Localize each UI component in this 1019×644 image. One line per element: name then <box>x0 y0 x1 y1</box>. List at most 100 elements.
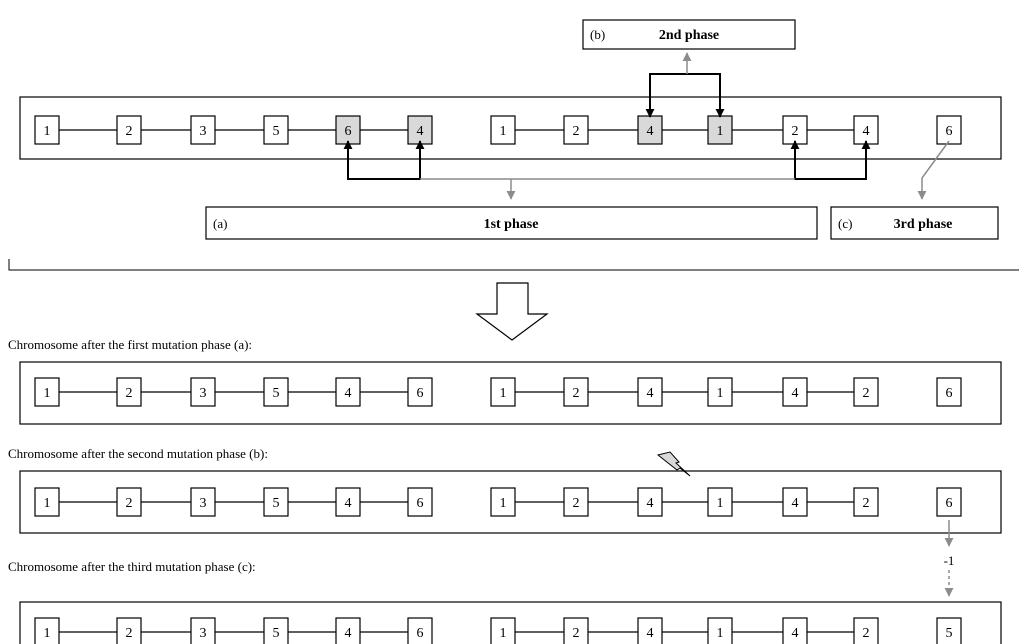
phase-b-label: (b) <box>590 27 605 42</box>
gene-box-frame <box>190 115 216 145</box>
gene-box-highlighted <box>407 115 433 145</box>
gene-box-frame <box>637 377 663 407</box>
gene-box: 2 <box>116 377 142 407</box>
gene-box: 6 <box>407 617 433 644</box>
gene-box-frame <box>116 377 142 407</box>
gene-value: 2 <box>126 496 133 511</box>
gene-value: 3 <box>200 626 207 641</box>
gene-box-frame <box>563 377 589 407</box>
gene-box: 4 <box>782 377 808 407</box>
gene-box: 5 <box>263 617 289 644</box>
phase-c-label: (c) <box>838 216 852 231</box>
gene-value: 2 <box>126 626 133 641</box>
gene-box-frame <box>782 115 808 145</box>
gene-value: 5 <box>946 626 953 641</box>
phase-a-box: (a) 1st phase <box>205 206 818 240</box>
gene-box-frame <box>335 377 361 407</box>
gene-value: 4 <box>792 626 799 641</box>
gene-box-frame <box>707 487 733 517</box>
gene-box: 2 <box>563 377 589 407</box>
gene-value: 6 <box>417 626 424 641</box>
gene-value: 5 <box>273 626 280 641</box>
gene-box: 6 <box>936 487 962 517</box>
gene-box: 1 <box>707 115 733 145</box>
gene-value: 5 <box>273 386 280 401</box>
gene-box-frame <box>782 487 808 517</box>
gene-box-frame <box>116 617 142 644</box>
phase-a-swap-arrows <box>343 140 871 200</box>
gene-box: 4 <box>782 487 808 517</box>
gene-value: 4 <box>647 496 654 511</box>
result-caption: Chromosome after the third mutation phas… <box>8 559 256 574</box>
gene-box: 1 <box>707 617 733 644</box>
gene-value: 1 <box>44 386 51 401</box>
gene-value: 1 <box>44 124 51 139</box>
gene-value: 4 <box>792 496 799 511</box>
gene-value: 2 <box>126 124 133 139</box>
gene-box: 1 <box>490 487 516 517</box>
result-chromosome-frame <box>19 361 1002 425</box>
gene-box: 2 <box>116 617 142 644</box>
gene-box: 4 <box>335 377 361 407</box>
gene-box-highlighted <box>637 115 663 145</box>
gene-box-highlighted <box>335 115 361 145</box>
gene-box-frame <box>853 487 879 517</box>
gene-box-frame <box>407 617 433 644</box>
gene-box: 2 <box>563 617 589 644</box>
gene-value: 6 <box>946 386 953 401</box>
gene-value: 3 <box>200 124 207 139</box>
gene-box: 2 <box>116 487 142 517</box>
phase-c-title: 3rd phase <box>894 217 953 232</box>
phase-b-box: (b) 2nd phase <box>582 19 796 50</box>
gene-box-frame <box>116 115 142 145</box>
section-separator <box>8 259 1019 271</box>
gene-box: 1 <box>34 487 60 517</box>
gene-value: 5 <box>273 124 280 139</box>
decrement-label: -1 <box>944 553 955 568</box>
gene-box-frame <box>263 115 289 145</box>
gene-value: 1 <box>717 626 724 641</box>
gene-value: 4 <box>863 124 870 139</box>
gene-box: 4 <box>637 377 663 407</box>
gene-value: 1 <box>717 386 724 401</box>
gene-value: 2 <box>573 626 580 641</box>
gene-box-frame <box>782 377 808 407</box>
gene-box-frame <box>853 377 879 407</box>
gene-box-frame <box>407 377 433 407</box>
gene-box-highlighted <box>707 115 733 145</box>
gene-value: 4 <box>345 496 352 511</box>
gene-value: 1 <box>717 496 724 511</box>
gene-box-frame <box>263 617 289 644</box>
gene-box-frame <box>490 377 516 407</box>
gene-box-frame <box>563 617 589 644</box>
gene-value: 2 <box>573 386 580 401</box>
gene-value: 4 <box>792 386 799 401</box>
gene-box: 6 <box>936 115 962 145</box>
phase-a-title: 1st phase <box>484 217 539 232</box>
gene-box: 1 <box>707 377 733 407</box>
gene-value: 6 <box>345 124 352 139</box>
gene-value: 4 <box>417 124 424 139</box>
gene-value: 4 <box>647 386 654 401</box>
gene-value: 5 <box>273 496 280 511</box>
gene-box: 5 <box>263 377 289 407</box>
gene-box: 5 <box>263 115 289 145</box>
gene-box: 1 <box>707 487 733 517</box>
gene-value: 1 <box>500 626 507 641</box>
gene-box-frame <box>853 617 879 644</box>
gene-value: 6 <box>946 496 953 511</box>
original-chromosome-frame <box>19 96 1002 160</box>
gene-value: 1 <box>717 124 724 139</box>
gene-box: 4 <box>782 617 808 644</box>
gene-box-frame <box>563 115 589 145</box>
gene-box: 6 <box>407 487 433 517</box>
gene-box-frame <box>34 617 60 644</box>
gene-value: 3 <box>200 386 207 401</box>
gene-box: 1 <box>490 377 516 407</box>
gene-box-frame <box>782 617 808 644</box>
gene-box-frame <box>490 115 516 145</box>
lightning-bolt-icon <box>656 451 691 477</box>
gene-box-frame <box>34 115 60 145</box>
gene-value: 1 <box>44 626 51 641</box>
